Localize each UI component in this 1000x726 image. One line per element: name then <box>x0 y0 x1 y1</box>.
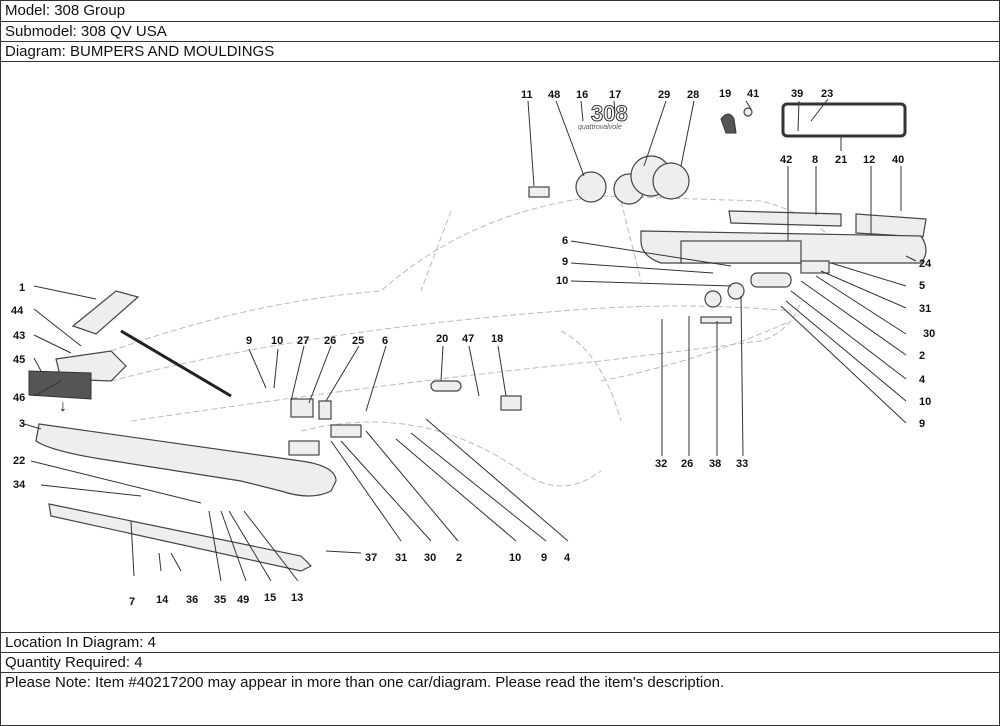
svg-text:308: 308 <box>591 101 628 126</box>
callout-5: 5 <box>919 280 925 292</box>
callout-15: 15 <box>264 592 276 604</box>
callout-30-bottom: 30 <box>424 552 436 564</box>
callout-42: 42 <box>780 154 792 166</box>
callout-40: 40 <box>892 154 904 166</box>
front-badge-part <box>71 290 140 335</box>
callout-8: 8 <box>812 154 818 166</box>
rear-bumper-part <box>640 210 927 264</box>
callout-23: 23 <box>821 88 833 100</box>
callout-22: 22 <box>13 455 25 467</box>
callout-31-right: 31 <box>919 303 931 315</box>
callout-35: 35 <box>214 594 226 606</box>
svg-text:quattrovalvole: quattrovalvole <box>578 124 622 131</box>
callout-13: 13 <box>291 592 303 604</box>
callout-29: 29 <box>658 89 670 101</box>
bumper-brackets <box>288 380 522 456</box>
rear-light-assemblies <box>528 155 690 205</box>
callout-16: 16 <box>576 89 588 101</box>
callout-24: 24 <box>919 258 932 270</box>
callout-2-right: 2 <box>919 350 925 362</box>
lower-spoiler-part <box>48 503 313 572</box>
callout-17: 17 <box>609 89 621 101</box>
callout-9-bottom: 9 <box>541 552 547 564</box>
diagram-drawing: ↓ 308 quattrovalvole <box>11 88 935 608</box>
item-note: Please Note: Item #40217200 may appear i… <box>5 674 725 691</box>
callout-3: 3 <box>19 418 25 430</box>
callout-37: 37 <box>365 552 377 564</box>
front-bumper-part <box>35 423 337 497</box>
callout-46: 46 <box>13 392 25 404</box>
callout-32: 32 <box>655 458 667 470</box>
callout-19: 19 <box>719 88 731 100</box>
callout-4-bottom: 4 <box>564 552 571 564</box>
callout-27: 27 <box>297 335 309 347</box>
callout-30-right: 30 <box>923 328 935 340</box>
callout-6-right: 6 <box>562 235 568 247</box>
callout-2-bottom: 2 <box>456 552 462 564</box>
submodel-label: Submodel: 308 QV USA <box>1 22 999 42</box>
callout-26-right: 26 <box>681 458 693 470</box>
callout-1: 1 <box>19 282 25 294</box>
callout-39: 39 <box>791 88 803 100</box>
308-badge: 308 quattrovalvole <box>578 101 628 132</box>
callout-numbers: 1 44 43 45 46 3 22 34 7 14 36 35 49 15 1… <box>11 88 935 608</box>
down-arrow-icon: ↓ <box>59 398 67 415</box>
quantity-required: Quantity Required: 4 <box>1 653 999 673</box>
front-light-assembly <box>28 350 127 400</box>
callout-10-right2: 10 <box>919 396 931 408</box>
callout-26-mid: 26 <box>324 335 336 347</box>
diagram-title: Diagram: BUMPERS AND MOULDINGS <box>1 42 999 62</box>
callout-33: 33 <box>736 458 748 470</box>
callout-45: 45 <box>13 354 25 366</box>
callout-20: 20 <box>436 333 448 345</box>
car-body-outline <box>110 195 852 487</box>
callout-25: 25 <box>352 335 364 347</box>
callout-10-bottom: 10 <box>509 552 521 564</box>
callout-12: 12 <box>863 154 875 166</box>
callout-6-mid: 6 <box>382 335 388 347</box>
location-in-diagram: Location In Diagram: 4 <box>1 633 999 653</box>
callout-10-mid: 10 <box>271 335 283 347</box>
callout-43: 43 <box>13 330 25 342</box>
callout-21: 21 <box>835 154 847 166</box>
callout-10-right: 10 <box>556 275 568 287</box>
callout-38: 38 <box>709 458 721 470</box>
callout-leader-lines <box>20 98 917 582</box>
callout-7: 7 <box>129 596 135 608</box>
callout-11: 11 <box>521 89 533 101</box>
callout-31-bottom: 31 <box>395 552 407 564</box>
callout-4-right: 4 <box>919 374 926 386</box>
license-plate-frame <box>781 102 907 138</box>
callout-41: 41 <box>747 88 759 100</box>
callout-9-mid: 9 <box>246 335 252 347</box>
callout-48: 48 <box>548 89 560 101</box>
rear-bumper-hardware <box>700 260 830 324</box>
model-label: Model: 308 Group <box>1 1 999 22</box>
callout-28: 28 <box>687 89 699 101</box>
callout-44: 44 <box>11 305 24 317</box>
callout-14: 14 <box>156 594 169 606</box>
prancing-horse-emblem <box>720 107 753 134</box>
pointer-arrow-line <box>120 329 232 398</box>
callout-9-right2: 9 <box>919 418 925 430</box>
callout-18: 18 <box>491 333 503 345</box>
callout-34: 34 <box>13 479 26 491</box>
callout-47: 47 <box>462 333 474 345</box>
callout-49: 49 <box>237 594 249 606</box>
exploded-parts-diagram: ↓ 308 quattrovalvole <box>1 62 999 633</box>
callout-9-right: 9 <box>562 256 568 268</box>
callout-36: 36 <box>186 594 198 606</box>
